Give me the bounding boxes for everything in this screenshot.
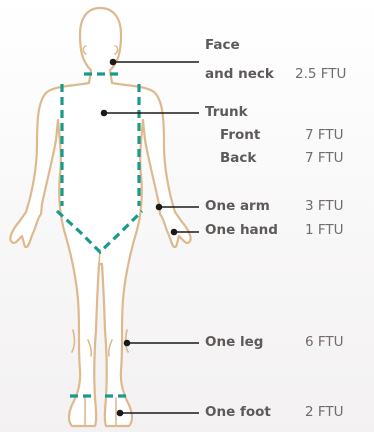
face-label-line2: and neck [205, 66, 274, 83]
leg-label: One leg [205, 334, 263, 351]
trunk-back-value: 7 FTU [305, 150, 344, 167]
face-value: 2.5 FTU [295, 66, 346, 83]
trunk-front-label: Front [220, 127, 260, 144]
foot-label: One foot [205, 404, 271, 421]
trunk-label: Trunk [205, 104, 248, 121]
face-label-line1: Face [205, 37, 240, 54]
hand-label: One hand [205, 222, 278, 239]
arm-label: One arm [205, 198, 270, 215]
hand-value: 1 FTU [305, 222, 344, 239]
trunk-back-label: Back [220, 150, 256, 167]
arm-value: 3 FTU [305, 198, 344, 215]
foot-value: 2 FTU [305, 404, 344, 421]
trunk-front-value: 7 FTU [305, 127, 344, 144]
body-silhouette [10, 8, 190, 426]
leg-value: 6 FTU [305, 334, 344, 351]
